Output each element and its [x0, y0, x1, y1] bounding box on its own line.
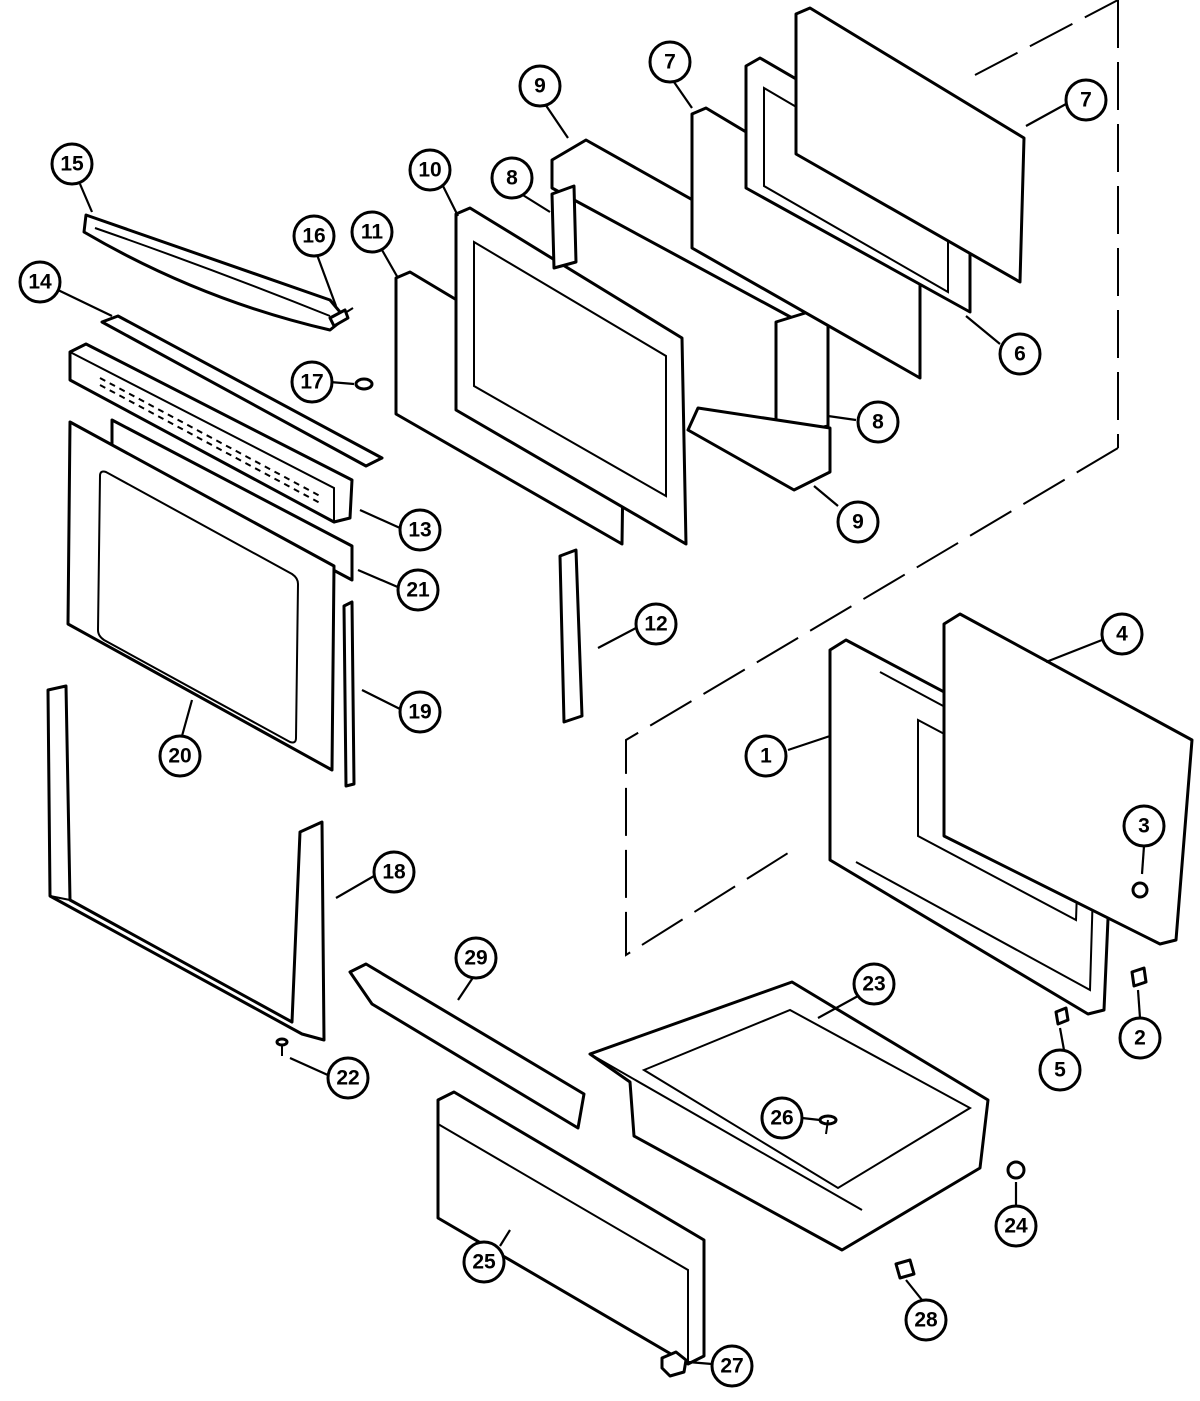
part-19-side-trim — [342, 600, 356, 788]
callout-13: 13 — [398, 508, 442, 552]
part-22-screw — [275, 1037, 289, 1056]
callout-26: 26 — [760, 1096, 804, 1140]
part-25-drawer-front — [436, 1090, 706, 1366]
assembly-guide-lines — [625, 0, 1119, 957]
part-18-door-frame — [46, 684, 326, 1042]
callout-label: 13 — [408, 519, 431, 542]
callout-23: 23 — [852, 962, 896, 1006]
callout-21: 21 — [396, 568, 440, 612]
callout-label: 7 — [1080, 89, 1092, 112]
callout-label: 2 — [1134, 1027, 1146, 1050]
callout-3: 3 — [1122, 804, 1166, 848]
callout-7-inner: 7 — [648, 40, 692, 84]
part-12-hinge-channel — [558, 548, 584, 724]
part-8-insulation-left — [550, 184, 578, 270]
callout-label: 24 — [1004, 1215, 1028, 1238]
callout-20: 20 — [158, 734, 202, 778]
callout-label: 1 — [760, 745, 772, 768]
callout-5: 5 — [1038, 1048, 1082, 1092]
callout-7-outer: 7 — [1064, 78, 1108, 122]
callout-19: 19 — [398, 690, 442, 734]
callout-label: 4 — [1116, 623, 1128, 646]
callout-15: 15 — [50, 142, 94, 186]
part-7-glass-pane-outer — [794, 6, 1026, 284]
part-2-clip — [1130, 966, 1148, 988]
callout-22: 22 — [326, 1056, 370, 1100]
callout-16: 16 — [292, 214, 336, 258]
callout-label: 11 — [361, 221, 384, 244]
callout-label: 21 — [406, 579, 430, 602]
callout-label: 27 — [720, 1355, 743, 1378]
callout-label: 3 — [1138, 815, 1150, 838]
callout-29: 29 — [454, 936, 498, 980]
callout-9-lower: 9 — [836, 500, 880, 544]
callout-label: 20 — [168, 745, 191, 768]
part-5-spacer — [1054, 1006, 1070, 1026]
callout-label: 23 — [862, 973, 885, 996]
callout-label: 8 — [872, 411, 884, 434]
part-27-foot — [660, 1350, 688, 1378]
callout-label: 16 — [302, 225, 325, 248]
callout-14: 14 — [18, 260, 62, 304]
part-4-door-gasket — [942, 612, 1194, 946]
callout-label: 22 — [336, 1067, 359, 1090]
part-14-trim-strip — [100, 314, 384, 468]
callout-10: 10 — [408, 148, 452, 192]
callout-label: 19 — [408, 701, 431, 724]
part-10-door-liner — [454, 206, 688, 546]
callout-label: 12 — [644, 613, 667, 636]
callout-8-upper: 8 — [490, 156, 534, 200]
callout-label: 15 — [60, 153, 84, 176]
callout-9-upper: 9 — [518, 64, 562, 108]
callout-2: 2 — [1118, 1016, 1162, 1060]
part-3-nut — [1131, 881, 1149, 899]
callout-27: 27 — [710, 1344, 754, 1388]
callout-1: 1 — [744, 734, 788, 778]
part-13-vent-panel — [68, 342, 354, 524]
callout-label: 5 — [1054, 1059, 1066, 1082]
callout-label: 8 — [506, 167, 518, 190]
callout-24: 24 — [994, 1204, 1038, 1248]
part-24-leveling-foot — [1006, 1160, 1026, 1180]
part-9-insulation-bottom — [686, 406, 832, 492]
callout-label: 9 — [534, 75, 546, 98]
callout-label: 26 — [770, 1107, 793, 1130]
callout-25: 25 — [462, 1240, 506, 1284]
callout-label: 25 — [472, 1251, 496, 1274]
callout-label: 29 — [464, 947, 487, 970]
part-29-drawer-trim — [348, 962, 586, 1130]
part-21-seal-strip — [110, 418, 354, 582]
callout-label: 10 — [418, 159, 441, 182]
callout-label: 9 — [852, 511, 864, 534]
callout-4: 4 — [1100, 612, 1144, 656]
part-20-outer-door-panel — [66, 420, 336, 772]
callout-6: 6 — [998, 332, 1042, 376]
part-16-screw — [328, 307, 354, 328]
callout-17: 17 — [290, 360, 334, 404]
callout-18: 18 — [372, 850, 416, 894]
callout-label: 28 — [914, 1309, 938, 1332]
callout-label: 17 — [300, 371, 323, 394]
callout-label: 6 — [1014, 343, 1026, 366]
callout-label: 18 — [382, 861, 406, 884]
part-8-insulation-right — [774, 304, 830, 440]
callout-8-lower: 8 — [856, 400, 900, 444]
part-28-clip — [894, 1258, 916, 1280]
callout-12: 12 — [634, 602, 678, 646]
callout-label: 7 — [664, 51, 676, 74]
callout-11: 11 — [350, 210, 394, 254]
part-17-spacer — [354, 377, 374, 391]
callout-label: 14 — [28, 271, 52, 294]
callout-28: 28 — [904, 1298, 948, 1342]
